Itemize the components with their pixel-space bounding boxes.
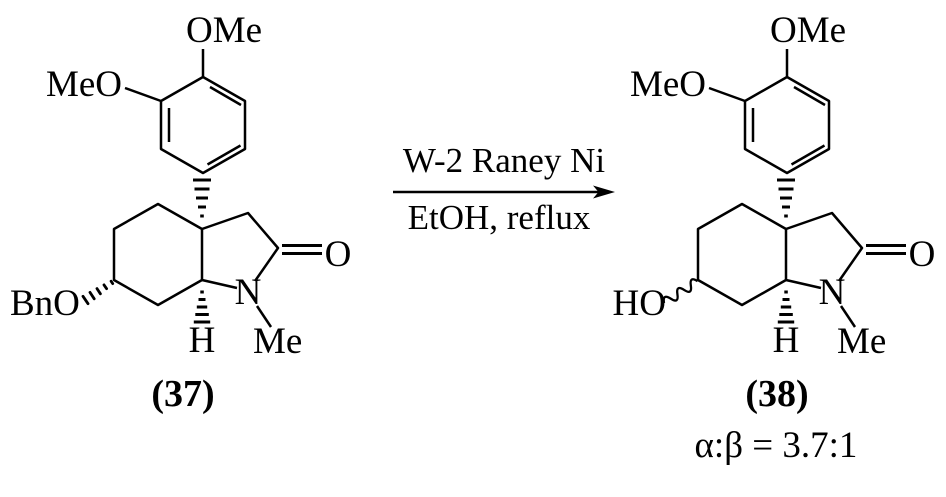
hash-tick <box>109 279 115 285</box>
hash-tick <box>81 294 90 306</box>
benzene-inner-double-bond <box>793 85 826 107</box>
benzyloxy-hashed-bond <box>81 279 115 306</box>
lactam-ring-bonds <box>201 211 280 290</box>
lactam-ring-bonds <box>785 211 864 290</box>
hydroxy-wavy-bond <box>662 278 699 304</box>
substituent-label-bno: BnO <box>10 283 80 324</box>
n-methyl-label: Me <box>837 321 886 362</box>
benzene-ring-outline <box>743 75 831 175</box>
hexahydroindolone-core: O N Me <box>696 202 936 362</box>
meta-methoxy-bond <box>708 86 746 103</box>
cyclohexane-ring <box>696 202 788 307</box>
n-methyl-bond <box>255 305 273 328</box>
wavy-line <box>662 278 699 304</box>
carbonyl-oxygen-label: O <box>325 234 352 275</box>
anomer-ratio-text: α:β = 3.7:1 <box>695 425 858 466</box>
nitrogen-label: N <box>235 272 262 313</box>
dimethoxyphenyl-ring: OMe MeO <box>630 10 846 175</box>
hexahydroindolone-core: O N Me <box>112 202 352 362</box>
benzene-inner-double-bond <box>206 144 242 166</box>
dimethoxyphenyl-ring: OMe MeO <box>46 10 262 175</box>
nitrogen-label: N <box>819 272 846 313</box>
ring-fusion-h-hashed-wedge <box>777 290 795 324</box>
reagent-text: W-2 Raney Ni <box>403 141 605 180</box>
para-methoxy-label: OMe <box>186 10 262 51</box>
compound-caption-37: (37) <box>151 373 214 415</box>
aryl-hashed-wedge-bond <box>193 178 211 218</box>
meta-methoxy-label: MeO <box>630 64 706 105</box>
substituent-label-ho: HO <box>613 283 666 324</box>
ring-fusion-h-hashed-wedge <box>193 290 211 324</box>
benzene-inner-double-bond <box>790 144 826 166</box>
reaction-arrow-group: W-2 Raney Ni EtOH, reflux <box>393 141 615 237</box>
hash-tick <box>102 283 108 291</box>
benzene-ring-outline <box>159 75 247 175</box>
n-methyl-label: Me <box>253 321 302 362</box>
carbonyl-oxygen-label: O <box>909 234 936 275</box>
n-methyl-bond <box>839 305 857 328</box>
carbonyl-double-bond <box>866 244 906 255</box>
structure-37: OMe MeO O N Me <box>10 10 351 415</box>
hash-tick <box>95 287 102 296</box>
ring-fusion-h-label: H <box>189 320 216 361</box>
conditions-text: EtOH, reflux <box>408 198 591 237</box>
meta-methoxy-label: MeO <box>46 64 122 105</box>
ring-fusion-h-label: H <box>773 320 800 361</box>
aryl-hashed-wedge-bond <box>777 178 795 218</box>
structure-38: OMe MeO O N Me <box>613 10 936 466</box>
para-methoxy-label: OMe <box>770 10 846 51</box>
carbonyl-double-bond <box>282 244 322 255</box>
cyclohexane-ring <box>112 202 204 307</box>
reaction-arrow-head <box>593 185 615 199</box>
hash-tick <box>88 291 96 301</box>
benzene-inner-double-bond <box>209 85 242 107</box>
meta-methoxy-bond <box>124 86 162 103</box>
compound-caption-38: (38) <box>745 373 808 415</box>
